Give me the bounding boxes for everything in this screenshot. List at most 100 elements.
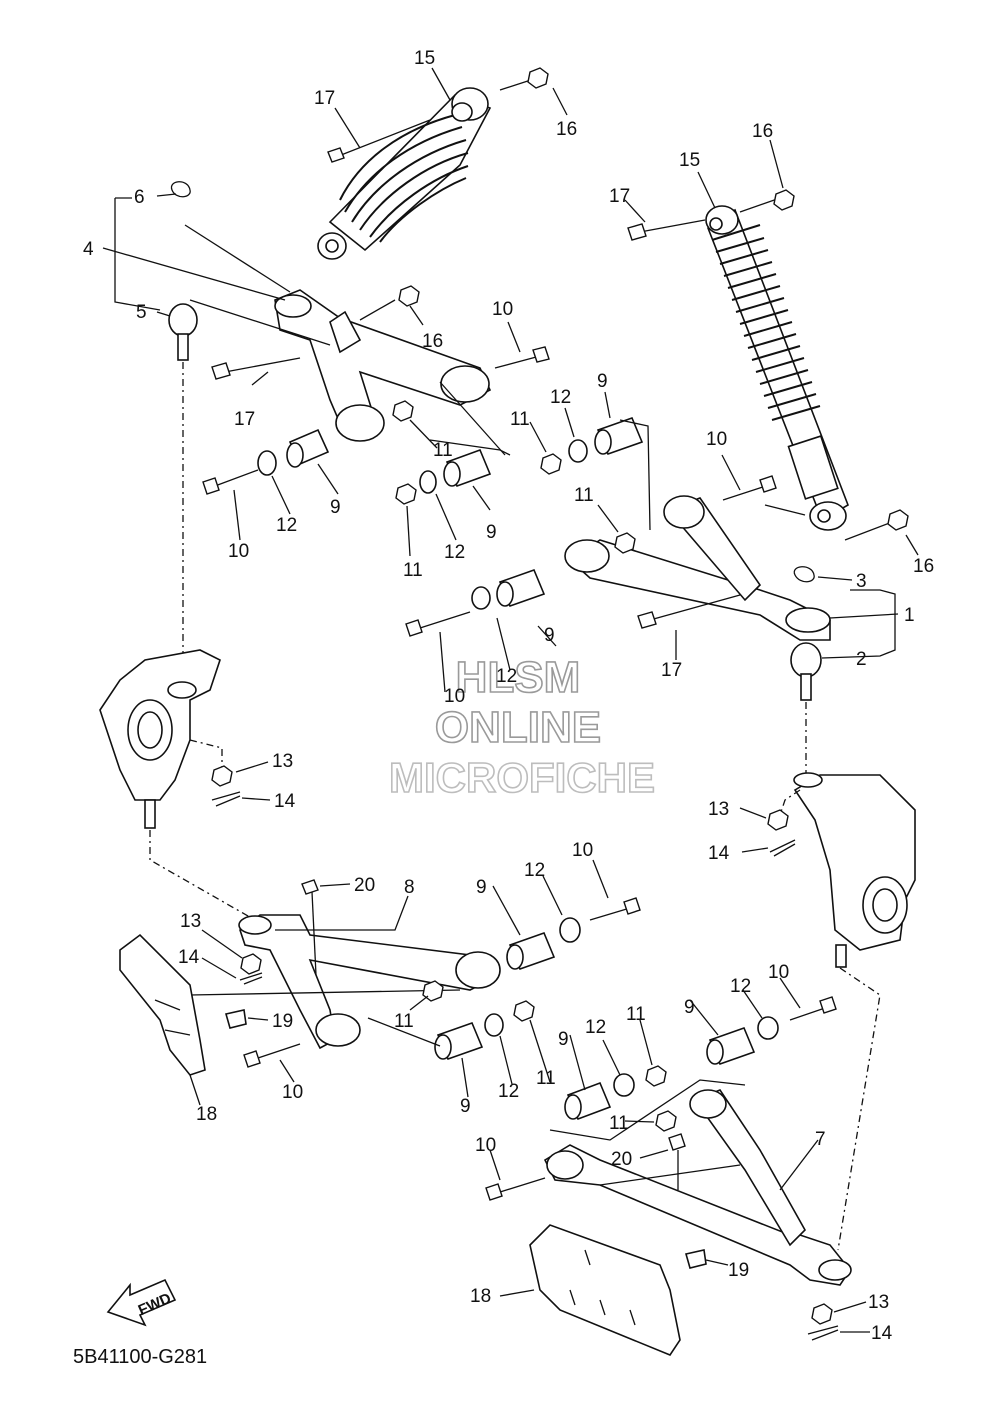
bushing-9-c[interactable] <box>594 416 644 456</box>
callout-12: 12 <box>524 860 545 881</box>
bolt-10-d[interactable] <box>405 619 423 637</box>
bolt-10-h[interactable] <box>485 1183 503 1201</box>
nut-13-a[interactable] <box>211 765 233 787</box>
right-shock-absorber[interactable] <box>705 205 849 531</box>
bushing-9-b[interactable] <box>443 448 492 488</box>
callout-11: 11 <box>609 1113 629 1134</box>
nut-11-g[interactable] <box>645 1065 667 1087</box>
callout-5: 5 <box>136 302 147 323</box>
callout-16: 16 <box>913 556 934 577</box>
washer-12-e[interactable] <box>559 917 581 943</box>
clip-19-a[interactable] <box>224 1009 247 1029</box>
callout-6: 6 <box>134 187 145 208</box>
callout-12: 12 <box>498 1081 519 1102</box>
circlip-3[interactable] <box>793 566 815 583</box>
callout-7: 7 <box>815 1129 826 1150</box>
callout-12: 12 <box>444 542 465 563</box>
callout-10: 10 <box>444 686 465 707</box>
watermark-line1: HLSM <box>456 653 581 702</box>
nut-11-d[interactable] <box>614 532 636 554</box>
callout-11: 11 <box>433 440 453 461</box>
callout-2: 2 <box>856 649 867 670</box>
cotter-pin-14-b[interactable] <box>769 839 796 857</box>
bolt-10-g[interactable] <box>819 996 837 1014</box>
bushing-9-e[interactable] <box>506 931 556 971</box>
callout-1: 1 <box>904 605 915 626</box>
callout-17: 17 <box>314 88 335 109</box>
callout-12: 12 <box>550 387 571 408</box>
callout-13: 13 <box>708 799 729 820</box>
left-upper-arm[interactable] <box>274 289 492 442</box>
nut-16-upper-right[interactable] <box>773 189 795 211</box>
callout-11: 11 <box>626 1004 646 1025</box>
right-steering-knuckle[interactable] <box>793 772 916 968</box>
bushing-9-h[interactable] <box>706 1026 756 1066</box>
callout-10: 10 <box>282 1082 303 1103</box>
shock-bolt-17-upper-left[interactable] <box>327 119 431 163</box>
bushing-9-d[interactable] <box>496 568 546 608</box>
washer-12-b[interactable] <box>419 470 437 494</box>
callout-9: 9 <box>597 371 608 392</box>
callout-10: 10 <box>706 429 727 450</box>
right-upper-arm[interactable] <box>564 495 831 641</box>
nut-11-a[interactable] <box>392 400 414 422</box>
nut-11-b[interactable] <box>395 483 417 505</box>
bushing-9-f[interactable] <box>434 1021 484 1061</box>
bolt-17-left-arm[interactable] <box>211 362 231 380</box>
bushing-9-a[interactable] <box>286 428 330 468</box>
bolt-20-b[interactable] <box>668 1133 686 1190</box>
left-steering-knuckle[interactable] <box>99 649 221 829</box>
callout-10: 10 <box>572 840 593 861</box>
washer-12-h[interactable] <box>757 1016 779 1040</box>
callout-12: 12 <box>585 1017 606 1038</box>
bolt-17-right-arm[interactable] <box>637 611 657 629</box>
washer-12-d[interactable] <box>471 586 491 610</box>
bolt-10-top[interactable] <box>532 346 550 363</box>
ball-joint-2[interactable] <box>790 642 822 701</box>
nut-13-d[interactable] <box>811 1303 833 1325</box>
nut-11-f[interactable] <box>513 1000 535 1022</box>
callout-12: 12 <box>276 515 297 536</box>
callout-9: 9 <box>486 522 497 543</box>
bolt-10-right[interactable] <box>759 475 777 493</box>
watermark: HLSM ONLINE MICROFICHE <box>388 652 656 802</box>
callout-9: 9 <box>684 997 695 1018</box>
callout-16: 16 <box>556 119 577 140</box>
ball-joint-5[interactable] <box>168 303 198 361</box>
left-lower-arm[interactable] <box>238 914 501 1050</box>
nut-16-upper-left[interactable] <box>527 67 549 89</box>
nut-11-h[interactable] <box>655 1110 677 1132</box>
nut-13-b[interactable] <box>767 809 789 831</box>
cotter-pin-14-c[interactable] <box>239 972 263 985</box>
cotter-pin-14-d[interactable] <box>807 1325 839 1341</box>
callout-11: 11 <box>574 485 594 506</box>
bolt-10-a[interactable] <box>202 477 220 495</box>
skid-plate-18-left[interactable] <box>119 933 206 1076</box>
left-shock-absorber[interactable] <box>317 87 492 260</box>
bushing-9-g[interactable] <box>564 1081 612 1121</box>
clip-19-b[interactable] <box>684 1249 707 1269</box>
callout-15: 15 <box>414 48 435 69</box>
callout-9: 9 <box>460 1096 471 1117</box>
nut-16-left-arm[interactable] <box>398 285 420 307</box>
nut-11-c[interactable] <box>540 453 562 475</box>
nut-16-right-arm[interactable] <box>887 509 909 531</box>
washer-12-g[interactable] <box>613 1073 635 1097</box>
skid-plate-18-right[interactable] <box>529 1224 681 1356</box>
bolt-10-e[interactable] <box>623 897 641 915</box>
callout-13: 13 <box>868 1292 889 1313</box>
cotter-pin-14-a[interactable] <box>211 791 241 807</box>
washer-12-c[interactable] <box>568 439 588 463</box>
bolt-10-f[interactable] <box>243 1050 261 1068</box>
washer-12-f[interactable] <box>484 1013 504 1037</box>
callout-12: 12 <box>496 666 517 687</box>
shock-bolt-17-upper-right[interactable] <box>627 223 647 241</box>
callout-14: 14 <box>708 843 730 864</box>
callout-9: 9 <box>330 497 341 518</box>
callout-19: 19 <box>728 1260 749 1281</box>
bolt-20-a[interactable] <box>301 879 319 976</box>
washer-12-a[interactable] <box>257 450 277 476</box>
nut-13-c[interactable] <box>240 953 262 975</box>
circlip-6[interactable] <box>170 181 191 198</box>
